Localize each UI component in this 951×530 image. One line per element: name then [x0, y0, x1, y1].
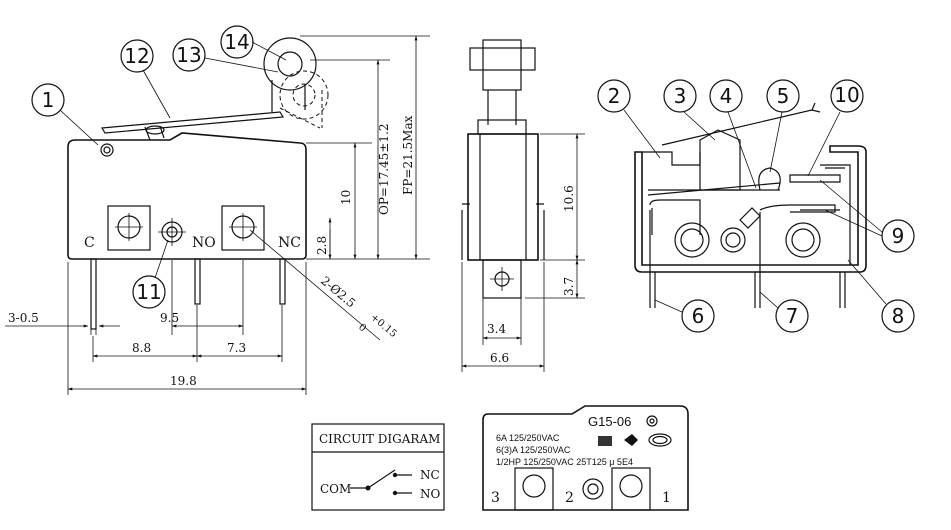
pin-c [90, 258, 97, 330]
svg-text:3: 3 [674, 84, 687, 108]
label-body [482, 405, 689, 511]
callout-1 [31, 83, 65, 117]
svg-text:2: 2 [608, 84, 621, 108]
terminal-label-c: C [84, 235, 95, 251]
int-hole-2 [720, 227, 746, 253]
contact-nc [789, 174, 841, 183]
dim-7-3: 7.3 [227, 341, 246, 355]
lever [100, 111, 285, 134]
dim-fp: FP=21.5Max [401, 115, 415, 195]
dim-10-6: 10.6 [562, 185, 576, 212]
svg-text:13: 13 [176, 43, 201, 67]
switch-body [67, 132, 307, 260]
callout-3 [663, 79, 697, 113]
callout-14 [220, 25, 254, 59]
dim-hole-tol: +0.15 [368, 312, 399, 340]
svg-text:1: 1 [42, 88, 55, 112]
callout-6 [681, 299, 715, 333]
dim-hole-tol2: 0 [356, 322, 368, 335]
callout-8 [881, 299, 915, 333]
plunger [699, 129, 741, 191]
dim-op: OP=17.45±1.2 [377, 124, 391, 215]
roller-side [469, 47, 536, 71]
circuit-com: COM [320, 482, 351, 496]
dim-3-7: 3.7 [562, 277, 576, 296]
svg-text:14: 14 [224, 30, 249, 54]
dim-3-05: 3-0.5 [8, 311, 39, 325]
pin-nc [279, 258, 286, 305]
circuit-box [311, 423, 445, 511]
svg-text:11: 11 [136, 280, 161, 304]
callout-4 [709, 79, 743, 113]
label-pin2: 2 [565, 490, 574, 506]
svg-text:12: 12 [124, 44, 149, 68]
roller [263, 37, 317, 91]
callout-12 [120, 39, 154, 73]
label-model: G15-06 [588, 414, 631, 429]
label-hole-3 [522, 474, 546, 498]
callout-13 [172, 38, 206, 72]
housing-internal [634, 145, 867, 273]
label-pin3: 3 [491, 490, 500, 506]
terminal-label-nc: NC [278, 235, 301, 251]
dim-6-6: 6.6 [490, 351, 509, 365]
svg-text:6: 6 [692, 304, 705, 328]
svg-text:9: 9 [892, 224, 905, 248]
svg-text:10: 10 [834, 83, 859, 107]
callout-2 [597, 79, 631, 113]
pin-no [194, 258, 201, 305]
label-line3: 1/2HP 125/250VAC 25T125 μ 5E4 [496, 457, 633, 467]
int-hole-3 [785, 222, 821, 258]
circuit-no: NO [420, 487, 441, 501]
dim-10: 10 [339, 190, 353, 205]
front-view: C NO NC 10 OP=17.45±1.2 FP=21.5Max 2.8 2… [5, 25, 430, 395]
label-line2: 6(3)A 125/250VAC [496, 445, 571, 455]
svg-text:4: 4 [720, 84, 733, 108]
pivot-hole [100, 143, 114, 157]
label-line1: 6A 125/250VAC [496, 433, 560, 443]
terminal-pad-c [107, 205, 151, 251]
label-hole-2 [582, 478, 604, 500]
label-pin1: 1 [662, 490, 671, 506]
cert-marks-icon [598, 433, 672, 447]
callout-10 [830, 79, 864, 113]
callout-11 [132, 275, 166, 309]
svg-text:5: 5 [777, 84, 790, 108]
terminal-pad-no [221, 205, 265, 251]
terminal-label-no: NO [192, 235, 216, 251]
circuit-nc: NC [420, 468, 440, 482]
dim-8-8: 8.8 [132, 341, 151, 355]
circuit-title: CIRCUIT DIGARAM [319, 432, 440, 446]
label-view: G15-06 6A 125/250VAC 6(3)A 125/250VAC 1/… [482, 405, 689, 511]
dim-19-8: 19.8 [170, 374, 197, 388]
body-side [467, 133, 539, 261]
dim-9-5: 9.5 [160, 311, 179, 325]
circuit-diagram: CIRCUIT DIGARAM COM NC NO [311, 423, 445, 511]
dim-2-8: 2.8 [315, 236, 329, 255]
label-hole-1 [619, 474, 643, 498]
callout-7 [775, 299, 809, 333]
svg-text:8: 8 [892, 304, 905, 328]
callout-5 [766, 79, 800, 113]
svg-text:7: 7 [786, 304, 799, 328]
side-view: 10.6 3.7 3.4 6.6 [461, 39, 585, 372]
dim-3-4: 3.4 [487, 322, 506, 336]
internal-view: 2 3 4 5 10 9 6 7 8 [597, 79, 915, 333]
int-hole-1 [674, 222, 710, 258]
pin-side [482, 259, 522, 299]
